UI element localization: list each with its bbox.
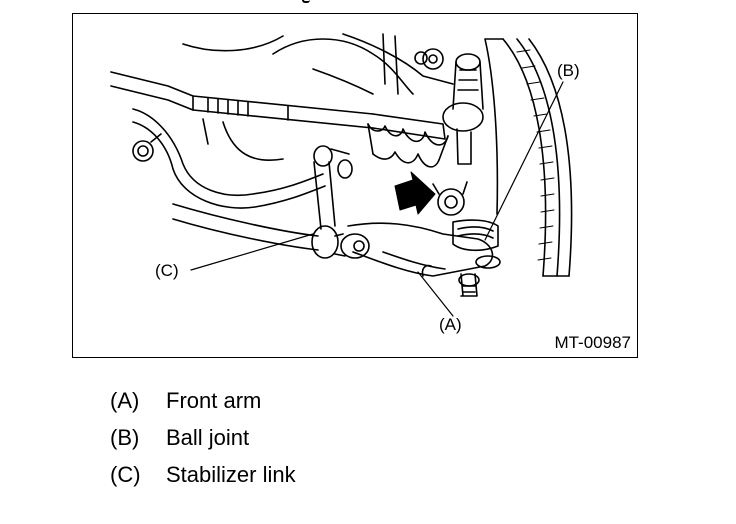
brake-disc-drawing: [484, 38, 573, 277]
suspension-illustration: [110, 33, 573, 317]
legend: (A) Front arm (B) Ball joint (C) Stabili…: [110, 388, 296, 499]
front-arm-drawing: [172, 203, 494, 277]
legend-text: Front arm: [166, 388, 262, 413]
legend-item: (A) Front arm: [110, 388, 296, 425]
tie-rod-drawing: [110, 53, 484, 165]
upper-frame-drawing: [182, 33, 454, 95]
legend-item: (C) Stabilizer link: [110, 462, 296, 499]
steering-boot-drawing: [367, 123, 449, 168]
stabilizer-link-drawing: [311, 145, 370, 259]
ball-joint-drawing: [432, 181, 501, 297]
legend-letter: (C): [110, 462, 141, 487]
legend-text: Stabilizer link: [166, 462, 296, 487]
figure-id: MT-00987: [554, 333, 631, 352]
direction-arrow: [394, 171, 436, 215]
callout-a: (A): [439, 315, 462, 334]
legend-text: Ball joint: [166, 425, 250, 450]
suspension-illustration-frame: (B) (C) (A) MT-00987: [72, 13, 638, 358]
legend-item: (B) Ball joint: [110, 425, 296, 462]
callout-b: (B): [557, 61, 580, 80]
cropped-caption-fragment: [286, 0, 326, 4]
stabilizer-bar-drawing: [132, 108, 326, 209]
bolt-left-drawing: [132, 133, 162, 162]
callout-c: (C): [155, 261, 179, 280]
legend-letter: (B): [110, 425, 140, 450]
callout-leaders: [190, 81, 564, 317]
legend-letter: (A): [110, 388, 140, 413]
